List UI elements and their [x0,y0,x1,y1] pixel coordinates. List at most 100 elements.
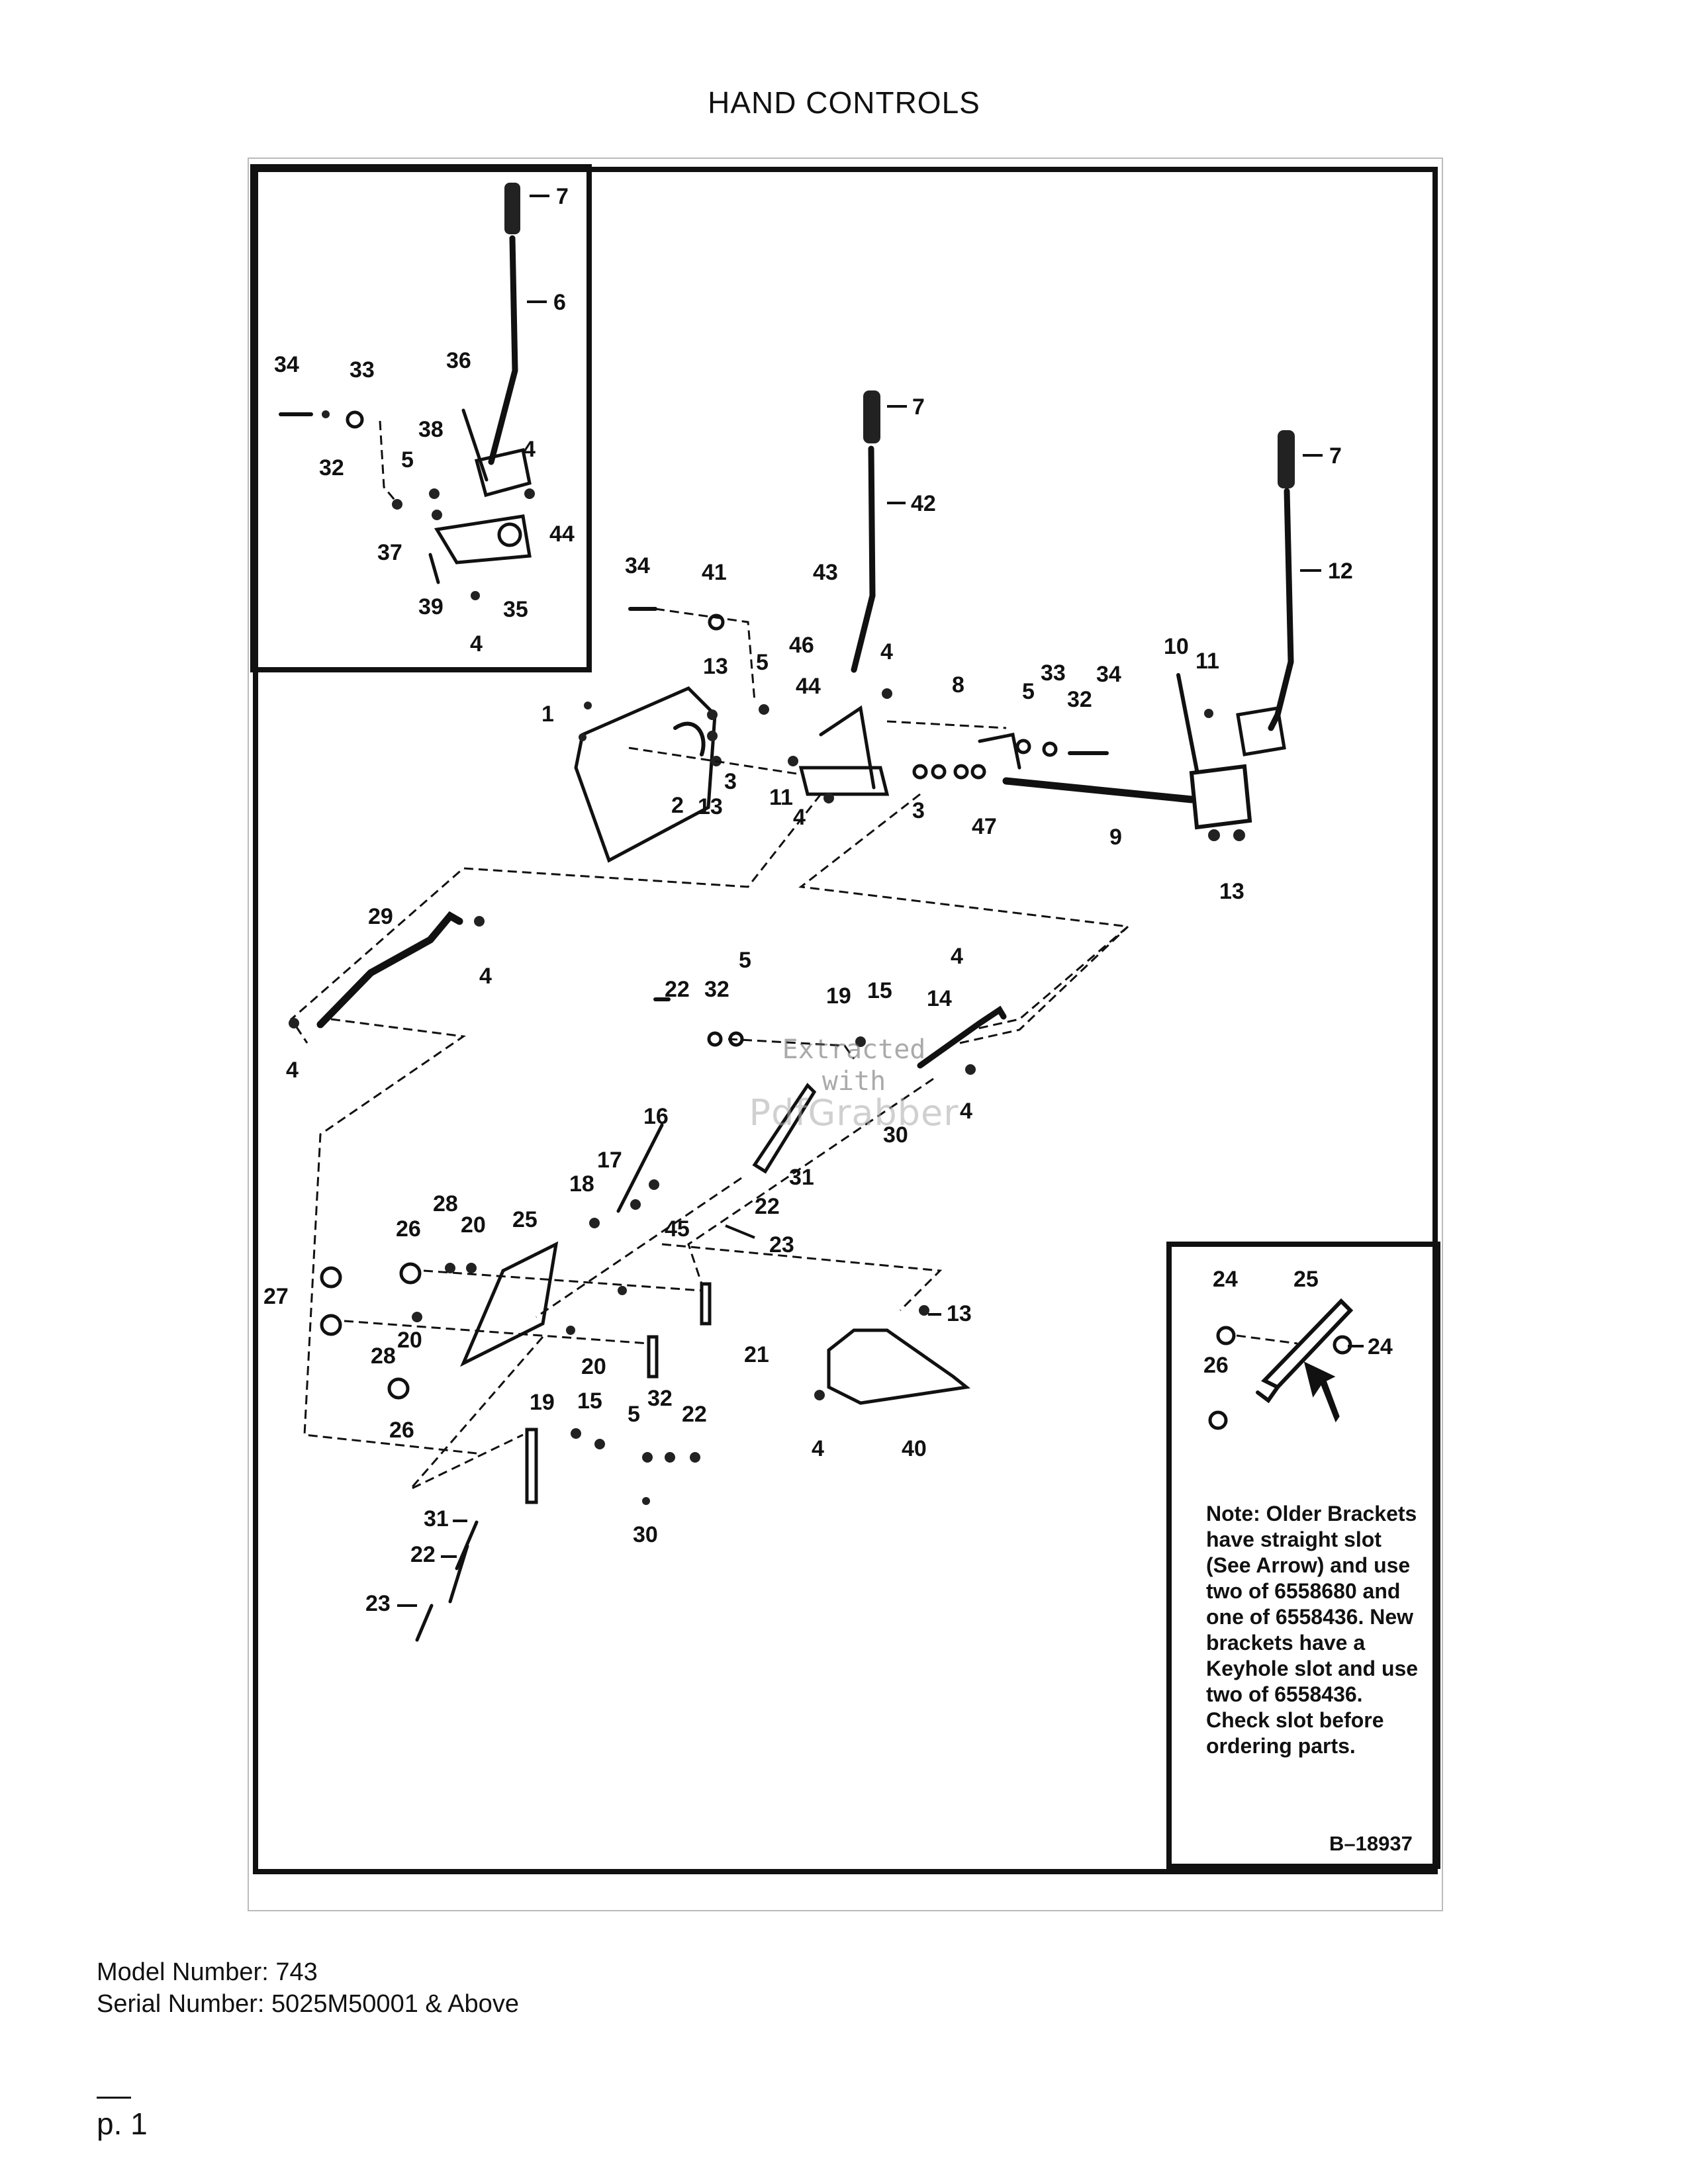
svg-text:30: 30 [633,1522,658,1547]
svg-text:28: 28 [433,1191,458,1216]
svg-text:3: 3 [912,798,925,823]
svg-text:4: 4 [479,964,492,989]
top-lever-assembly [574,390,1295,863]
svg-text:39: 39 [418,594,444,619]
page-title: HAND CONTROLS [708,85,980,120]
svg-text:4: 4 [951,944,963,969]
svg-text:32: 32 [647,1386,673,1411]
svg-text:32: 32 [704,977,729,1002]
svg-text:36: 36 [446,348,471,373]
svg-text:42: 42 [911,491,936,516]
svg-text:13: 13 [947,1301,972,1326]
svg-text:23: 23 [365,1591,391,1616]
extraction-watermark: Extracted with PdfGrabber [728,1034,980,1134]
inset-bracket-assembly [1208,1298,1354,1430]
svg-text:37: 37 [377,540,402,565]
svg-text:12: 12 [1328,559,1353,584]
svg-text:18: 18 [569,1171,594,1197]
note-heading: Note: [1206,1502,1260,1525]
svg-text:25: 25 [512,1207,538,1232]
svg-text:22: 22 [410,1542,436,1567]
svg-text:4: 4 [470,631,483,657]
inset-lever-assembly [279,183,535,600]
page-number: p. 1 [97,2107,148,2141]
svg-text:35: 35 [503,597,528,622]
svg-text:38: 38 [418,417,444,442]
svg-text:7: 7 [556,184,569,209]
svg-text:33: 33 [350,357,375,383]
footer: Model Number: 743 Serial Number: 5025M50… [97,1956,519,2020]
svg-text:4: 4 [793,805,806,830]
svg-text:31: 31 [424,1506,449,1531]
svg-text:44: 44 [549,522,575,547]
svg-text:32: 32 [1067,687,1092,712]
figure-code: B–18937 [1329,1832,1413,1855]
svg-text:5: 5 [1022,679,1035,704]
model-number: Model Number: 743 [97,1958,318,1986]
svg-text:9: 9 [1109,825,1122,850]
svg-text:45: 45 [665,1216,690,1242]
page-rule [97,2097,131,2099]
inset-frame-bottom-right [1166,1242,1440,1869]
svg-text:20: 20 [397,1328,422,1353]
svg-text:40: 40 [902,1436,927,1461]
svg-text:10: 10 [1164,634,1189,659]
svg-text:13: 13 [703,654,728,679]
watermark-brand: PdfGrabber [749,1092,959,1134]
svg-text:5: 5 [628,1402,640,1427]
svg-text:26: 26 [396,1216,421,1242]
svg-text:20: 20 [581,1354,606,1379]
svg-text:15: 15 [577,1388,602,1414]
svg-text:8: 8 [952,672,964,698]
svg-text:24: 24 [1368,1334,1393,1359]
svg-text:13: 13 [698,794,723,819]
svg-text:13: 13 [1219,879,1244,904]
svg-text:21: 21 [744,1342,769,1367]
svg-text:5: 5 [756,650,769,675]
svg-text:11: 11 [1196,649,1219,674]
middle-linkage-assembly [289,911,1007,1642]
svg-text:29: 29 [368,904,393,929]
svg-text:15: 15 [867,978,892,1003]
grip-7a [504,183,520,234]
svg-text:24: 24 [1213,1267,1238,1292]
svg-text:34: 34 [625,553,650,578]
grip-7c [1278,430,1295,488]
svg-text:28: 28 [371,1343,396,1369]
svg-text:7: 7 [912,394,925,420]
svg-text:26: 26 [389,1418,414,1443]
svg-text:19: 19 [530,1390,555,1415]
svg-text:7: 7 [1329,443,1342,469]
svg-text:2: 2 [671,793,684,818]
svg-text:22: 22 [665,977,690,1002]
svg-text:22: 22 [755,1194,780,1219]
svg-text:16: 16 [643,1104,669,1129]
svg-text:47: 47 [972,814,997,839]
svg-text:33: 33 [1041,660,1066,686]
svg-text:27: 27 [263,1284,289,1309]
svg-text:34: 34 [274,352,299,377]
svg-text:32: 32 [319,455,344,480]
watermark-line-1: Extracted [782,1034,926,1065]
figure-outer-frame [248,158,1443,1911]
svg-text:43: 43 [813,560,838,585]
svg-text:20: 20 [461,1212,486,1238]
svg-text:1: 1 [541,702,554,727]
svg-text:14: 14 [927,986,952,1011]
grip-7b [863,390,880,443]
watermark-line-2: with [821,1066,886,1097]
svg-text:25: 25 [1293,1267,1319,1292]
svg-text:5: 5 [401,447,414,473]
svg-text:23: 23 [769,1232,794,1257]
figure-frame [253,167,1438,1874]
svg-text:4: 4 [960,1099,972,1124]
svg-text:41: 41 [702,560,727,585]
svg-text:22: 22 [682,1402,707,1427]
svg-text:5: 5 [739,948,751,973]
svg-text:4: 4 [286,1058,299,1083]
svg-text:6: 6 [553,290,566,315]
svg-text:34: 34 [1096,662,1121,687]
svg-text:19: 19 [826,983,851,1009]
callout-labels: 7 6 34 33 36 32 38 5 4 44 37 39 35 4 7 4… [263,184,1393,1616]
